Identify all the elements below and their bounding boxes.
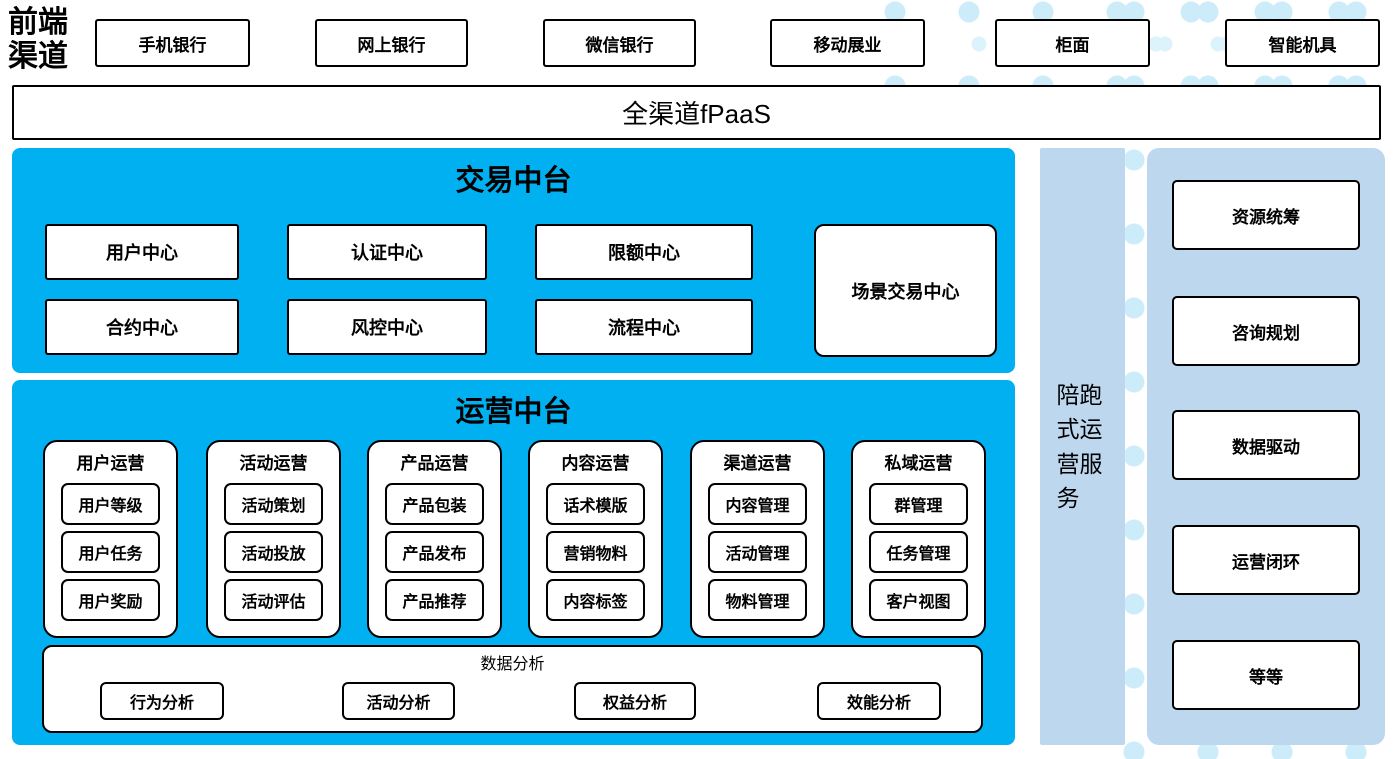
service-consulting-planning: 咨询规划 bbox=[1172, 296, 1360, 366]
channel-online-banking: 网上银行 bbox=[315, 19, 468, 67]
group-user-operation: 用户运营 用户等级 用户任务 用户奖励 bbox=[43, 440, 178, 638]
group-title: 用户运营 bbox=[76, 454, 145, 473]
channel-smart-devices: 智能机具 bbox=[1225, 19, 1380, 67]
group-product-operation: 产品运营 产品包装 产品发布 产品推荐 bbox=[367, 440, 502, 638]
operation-platform-title: 运营中台 bbox=[455, 396, 572, 428]
channel-wechat-banking: 微信银行 bbox=[543, 19, 696, 67]
group-item: 活动策划 bbox=[224, 483, 323, 525]
group-content-operation: 内容运营 话术模版 营销物料 内容标签 bbox=[528, 440, 663, 638]
group-item: 客户视图 bbox=[869, 579, 968, 621]
data-analysis-title: 数据分析 bbox=[480, 656, 545, 673]
center-risk: 风控中心 bbox=[287, 299, 487, 355]
center-scenario-transaction: 场景交易中心 bbox=[814, 224, 997, 357]
group-private-domain-operation: 私域运营 群管理 任务管理 客户视图 bbox=[851, 440, 986, 638]
center-user: 用户中心 bbox=[45, 224, 239, 280]
channel-mobile-banking: 手机银行 bbox=[95, 19, 250, 67]
analysis-activity: 活动分析 bbox=[342, 682, 455, 720]
center-auth: 认证中心 bbox=[287, 224, 487, 280]
fpaas-bar: 全渠道fPaaS bbox=[12, 85, 1381, 140]
group-item: 用户任务 bbox=[61, 531, 160, 573]
center-limit: 限额中心 bbox=[535, 224, 753, 280]
group-item: 用户等级 bbox=[61, 483, 160, 525]
channel-counter: 柜面 bbox=[995, 19, 1150, 67]
service-panel: 资源统筹 咨询规划 数据驱动 运营闭环 等等 bbox=[1147, 148, 1385, 745]
group-item: 活动管理 bbox=[708, 531, 807, 573]
group-title: 渠道运营 bbox=[723, 454, 792, 473]
service-resource-coordination: 资源统筹 bbox=[1172, 180, 1360, 250]
group-title: 产品运营 bbox=[400, 454, 469, 473]
front-channels-label: 前端渠道 bbox=[8, 6, 68, 73]
group-item: 内容管理 bbox=[708, 483, 807, 525]
group-title: 内容运营 bbox=[561, 454, 630, 473]
center-contract: 合约中心 bbox=[45, 299, 239, 355]
group-item: 话术模版 bbox=[546, 483, 645, 525]
analysis-behavior: 行为分析 bbox=[100, 682, 224, 720]
group-item: 活动投放 bbox=[224, 531, 323, 573]
group-item: 任务管理 bbox=[869, 531, 968, 573]
transaction-platform-title: 交易中台 bbox=[455, 165, 572, 197]
accompanying-operation-service-band: 陪跑式运营服务 bbox=[1040, 148, 1125, 745]
transaction-platform-panel: 交易中台 用户中心 认证中心 限额中心 合约中心 风控中心 流程中心 场景交易中… bbox=[12, 148, 1015, 373]
group-item: 群管理 bbox=[869, 483, 968, 525]
group-title: 活动运营 bbox=[239, 454, 308, 473]
analysis-efficiency: 效能分析 bbox=[817, 682, 941, 720]
group-title: 私域运营 bbox=[884, 454, 953, 473]
service-etc: 等等 bbox=[1172, 640, 1360, 710]
group-item: 用户奖励 bbox=[61, 579, 160, 621]
operation-platform-panel: 运营中台 用户运营 用户等级 用户任务 用户奖励 活动运营 活动策划 活动投放 … bbox=[12, 380, 1015, 745]
group-item: 产品发布 bbox=[385, 531, 484, 573]
group-channel-operation: 渠道运营 内容管理 活动管理 物料管理 bbox=[690, 440, 825, 638]
group-item: 活动评估 bbox=[224, 579, 323, 621]
group-item: 物料管理 bbox=[708, 579, 807, 621]
service-data-driven: 数据驱动 bbox=[1172, 410, 1360, 480]
side-band-label: 陪跑式运营服务 bbox=[1056, 381, 1103, 512]
group-item: 内容标签 bbox=[546, 579, 645, 621]
analysis-rights: 权益分析 bbox=[574, 682, 696, 720]
data-analysis-box: 数据分析 行为分析 活动分析 权益分析 效能分析 bbox=[42, 645, 983, 733]
group-item: 产品包装 bbox=[385, 483, 484, 525]
group-item: 营销物料 bbox=[546, 531, 645, 573]
service-operation-closed-loop: 运营闭环 bbox=[1172, 525, 1360, 595]
center-process: 流程中心 bbox=[535, 299, 753, 355]
group-item: 产品推荐 bbox=[385, 579, 484, 621]
channel-mobile-outreach: 移动展业 bbox=[770, 19, 925, 67]
group-activity-operation: 活动运营 活动策划 活动投放 活动评估 bbox=[206, 440, 341, 638]
